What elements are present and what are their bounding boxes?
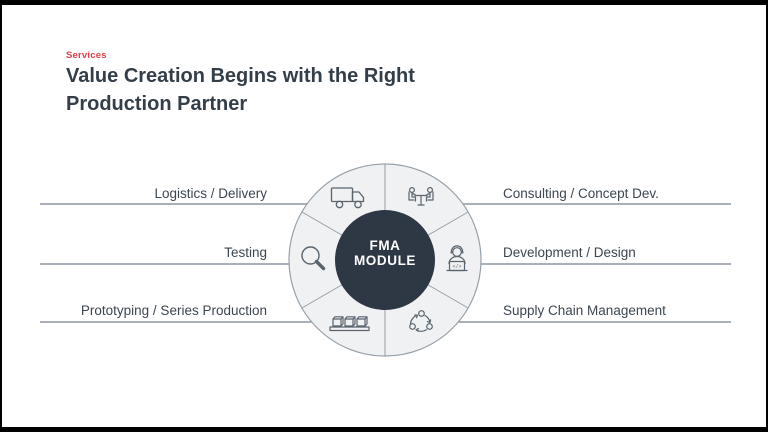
developer-icon: </> [446, 245, 468, 272]
connector-line [450, 203, 731, 205]
service-label-supply-chain: Supply Chain Management [503, 303, 666, 318]
hub-title-line1: FMA [369, 238, 401, 253]
service-label-logistics: Logistics / Delivery [154, 186, 267, 201]
service-wheel-diagram: </> [288, 163, 482, 357]
connector-line [450, 321, 731, 323]
hub-title-line2: MODULE [353, 253, 417, 268]
hub-title: FMA MODULE [335, 238, 435, 268]
eyebrow-label: Services [66, 50, 107, 61]
page-title: Value Creation Begins with the Right Pro… [66, 65, 415, 115]
service-label-testing: Testing [224, 245, 267, 260]
service-label-prototyping: Prototyping / Series Production [80, 303, 267, 318]
service-label-development: Development / Design [503, 245, 636, 260]
code-glyph: </> [452, 264, 461, 270]
truck-icon [330, 187, 365, 209]
hub-circle [335, 210, 435, 310]
magnifier-icon [301, 246, 326, 271]
connector-line [450, 263, 731, 265]
connector-line [40, 203, 320, 205]
connector-line [40, 321, 320, 323]
production-boxes-icon [329, 316, 370, 332]
connector-line [40, 263, 320, 265]
meeting-icon [408, 187, 434, 206]
service-label-consulting: Consulting / Concept Dev. [503, 186, 659, 201]
supply-cycle-icon [409, 310, 433, 332]
